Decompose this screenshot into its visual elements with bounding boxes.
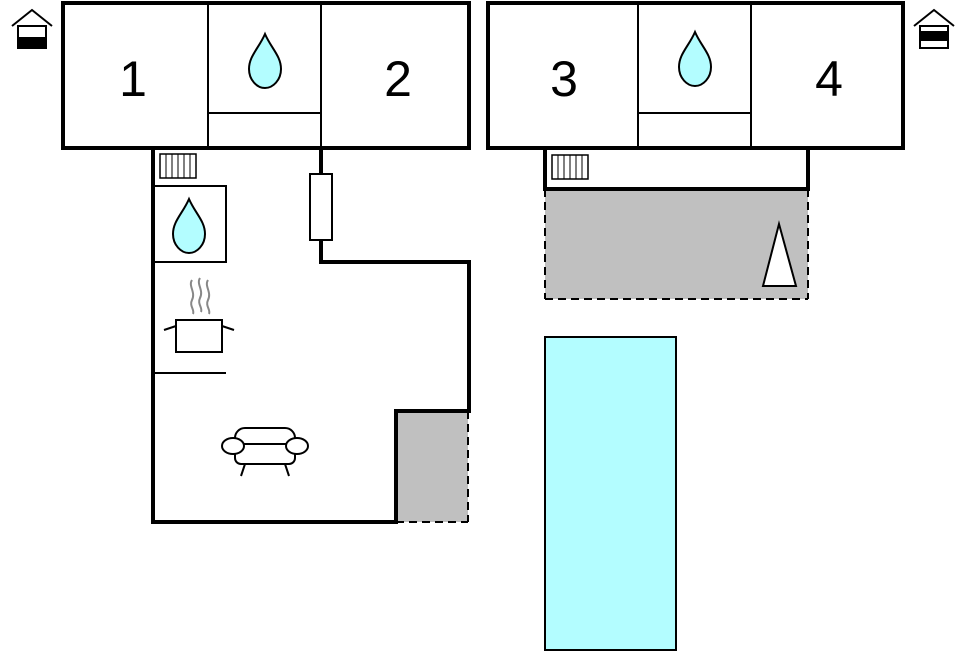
water-drop-icon: [171, 196, 207, 255]
house-floor-icon: [913, 8, 955, 49]
sofa-icon: [221, 427, 309, 477]
left-small-bathroom: [152, 185, 227, 263]
radiator-icon: [551, 154, 589, 180]
left-terrace: [396, 411, 469, 523]
room-label-2: 2: [384, 51, 412, 107]
cooking-pot-icon: [163, 277, 235, 353]
water-drop-icon: [247, 31, 283, 90]
swimming-pool: [544, 336, 677, 651]
door-panel: [309, 173, 333, 241]
room-label-1: 1: [119, 51, 147, 107]
right-corridor-walls: [543, 148, 810, 191]
parasol-icon: [761, 220, 798, 287]
left-top-wing: [61, 1, 471, 150]
left-unit: 1 2: [11, 1, 471, 524]
right-unit: 3 4: [486, 1, 955, 300]
room-label-3: 3: [550, 51, 578, 107]
right-top-wing: [486, 1, 905, 150]
left-main-walls: [151, 148, 471, 524]
water-drop-icon: [677, 29, 713, 88]
house-floor-icon: [11, 8, 53, 49]
room-label-4: 4: [815, 51, 843, 107]
radiator-icon: [159, 153, 197, 179]
